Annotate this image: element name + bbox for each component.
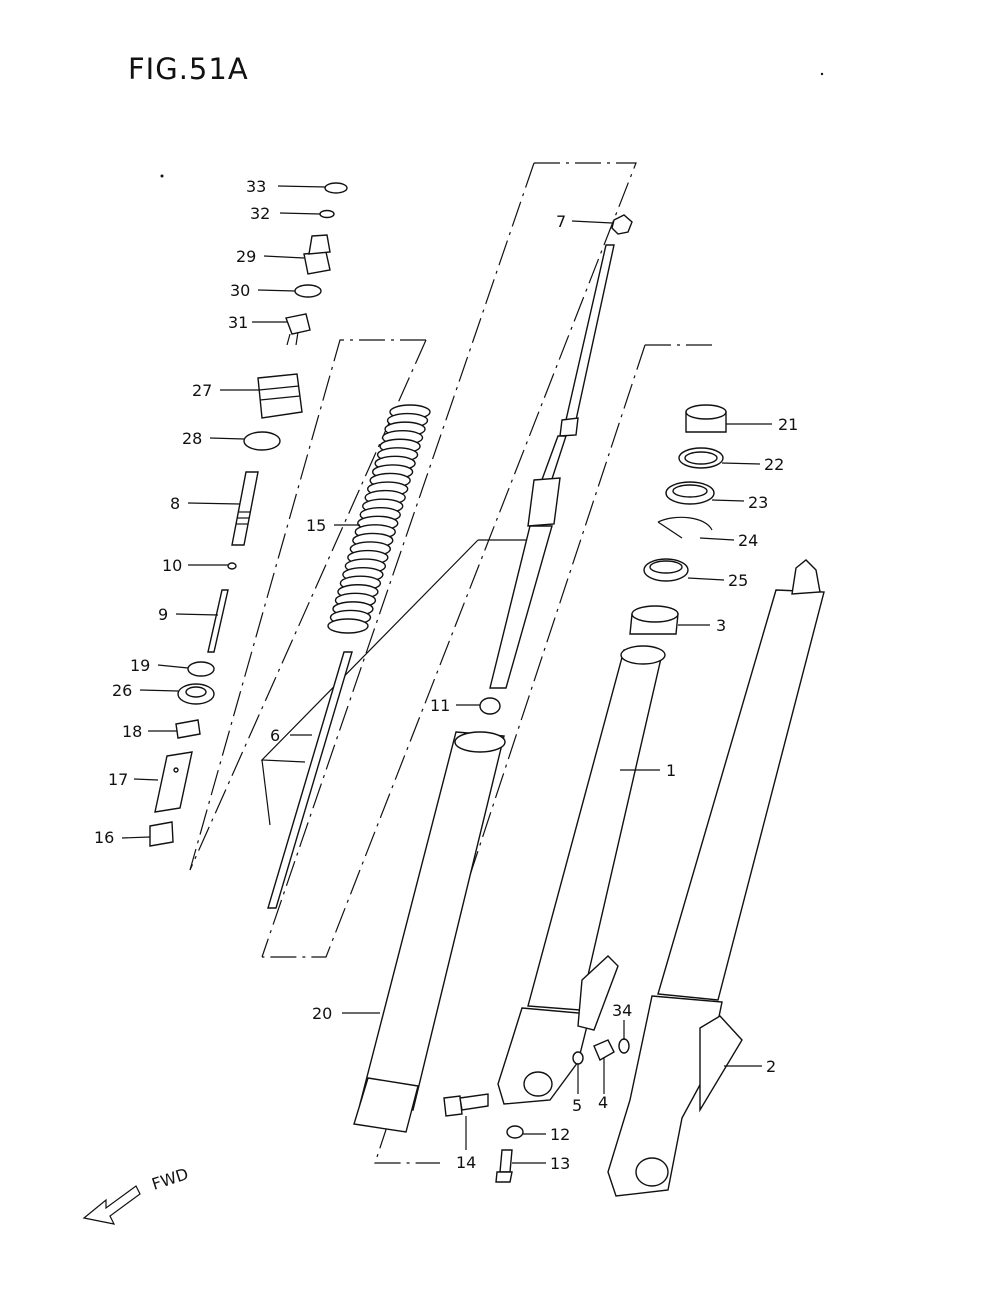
callout-2: 2 (766, 1057, 776, 1076)
fwd-label: FWD (149, 1164, 190, 1194)
part-26-seal[interactable] (177, 683, 215, 705)
damper-rod-assembly[interactable] (489, 244, 615, 689)
callout-29: 29 (236, 247, 256, 266)
callout-labels: 33 32 29 30 31 27 28 8 10 9 19 26 18 17 … (94, 177, 798, 1173)
part-11-piece[interactable] (479, 697, 501, 715)
part-12-washer[interactable] (506, 1125, 524, 1139)
callout-17: 17 (108, 770, 128, 789)
part-21-bushing[interactable] (685, 404, 727, 433)
callout-28: 28 (182, 429, 202, 448)
spring-coil (327, 618, 369, 634)
part-20-outer-tube[interactable] (353, 731, 506, 1133)
callout-1: 1 (666, 761, 676, 780)
part-15-spring[interactable] (327, 404, 431, 634)
fwd-arrow-icon (82, 1185, 141, 1225)
part-10-clip[interactable] (227, 562, 237, 570)
callout-23: 23 (748, 493, 768, 512)
part-4-valve[interactable] (593, 1039, 615, 1061)
part-31-adjuster[interactable] (285, 313, 311, 346)
figure-title: FIG.51A (128, 52, 249, 86)
callout-6: 6 (270, 726, 280, 745)
part-28-oring[interactable] (243, 431, 281, 451)
callout-15: 15 (306, 516, 326, 535)
part-32-oring[interactable] (319, 209, 335, 219)
part-13-bolt[interactable] (495, 1149, 513, 1183)
part-1-outer-tube[interactable] (497, 645, 666, 1105)
leader-lines (121, 185, 772, 1164)
callout-34: 34 (612, 1001, 632, 1020)
part-34-washer[interactable] (618, 1038, 630, 1054)
callout-26: 26 (112, 681, 132, 700)
part-30-oring[interactable] (294, 284, 322, 298)
callout-8: 8 (170, 494, 180, 513)
part-24-clip[interactable] (657, 516, 713, 539)
part-8-rod[interactable] (231, 471, 259, 546)
callout-31: 31 (228, 313, 248, 332)
callout-5: 5 (572, 1096, 582, 1115)
part-33-washer[interactable] (324, 182, 348, 194)
part-6-pipe[interactable] (267, 651, 353, 909)
callout-22: 22 (764, 455, 784, 474)
callout-21: 21 (778, 415, 798, 434)
part-16-stopper[interactable] (149, 821, 174, 847)
part-7-nut[interactable] (611, 214, 633, 235)
callout-32: 32 (250, 204, 270, 223)
part-29-cap[interactable] (303, 234, 331, 275)
part-2-outer-tube[interactable] (607, 559, 825, 1197)
callout-33: 33 (246, 177, 266, 196)
part-5-oring[interactable] (572, 1051, 584, 1065)
part-19-oring[interactable] (187, 661, 215, 677)
callout-20: 20 (312, 1004, 332, 1023)
part-22-washer[interactable] (678, 447, 724, 469)
callout-10: 10 (162, 556, 182, 575)
group-outlines (189, 162, 718, 1164)
part-14-bolt[interactable] (443, 1093, 489, 1117)
part-23-seal[interactable] (665, 481, 715, 505)
callout-13: 13 (550, 1154, 570, 1173)
part-17-cylinder[interactable] (154, 751, 193, 813)
part-18-bushing[interactable] (175, 719, 201, 739)
part-3-bushing[interactable] (629, 605, 679, 635)
callout-25: 25 (728, 571, 748, 590)
callout-3: 3 (716, 616, 726, 635)
callout-24: 24 (738, 531, 758, 550)
callout-11: 11 (430, 696, 450, 715)
callout-7: 7 (556, 212, 566, 231)
callout-9: 9 (158, 605, 168, 624)
callout-30: 30 (230, 281, 250, 300)
part-27-bolt[interactable] (257, 373, 303, 419)
callout-14: 14 (456, 1153, 476, 1172)
callout-18: 18 (122, 722, 142, 741)
callout-27: 27 (192, 381, 212, 400)
callout-4: 4 (598, 1093, 608, 1112)
callout-16: 16 (94, 828, 114, 847)
callout-19: 19 (130, 656, 150, 675)
callout-12: 12 (550, 1125, 570, 1144)
part-9-needle[interactable] (207, 589, 229, 653)
part-25-seal[interactable] (643, 558, 689, 582)
